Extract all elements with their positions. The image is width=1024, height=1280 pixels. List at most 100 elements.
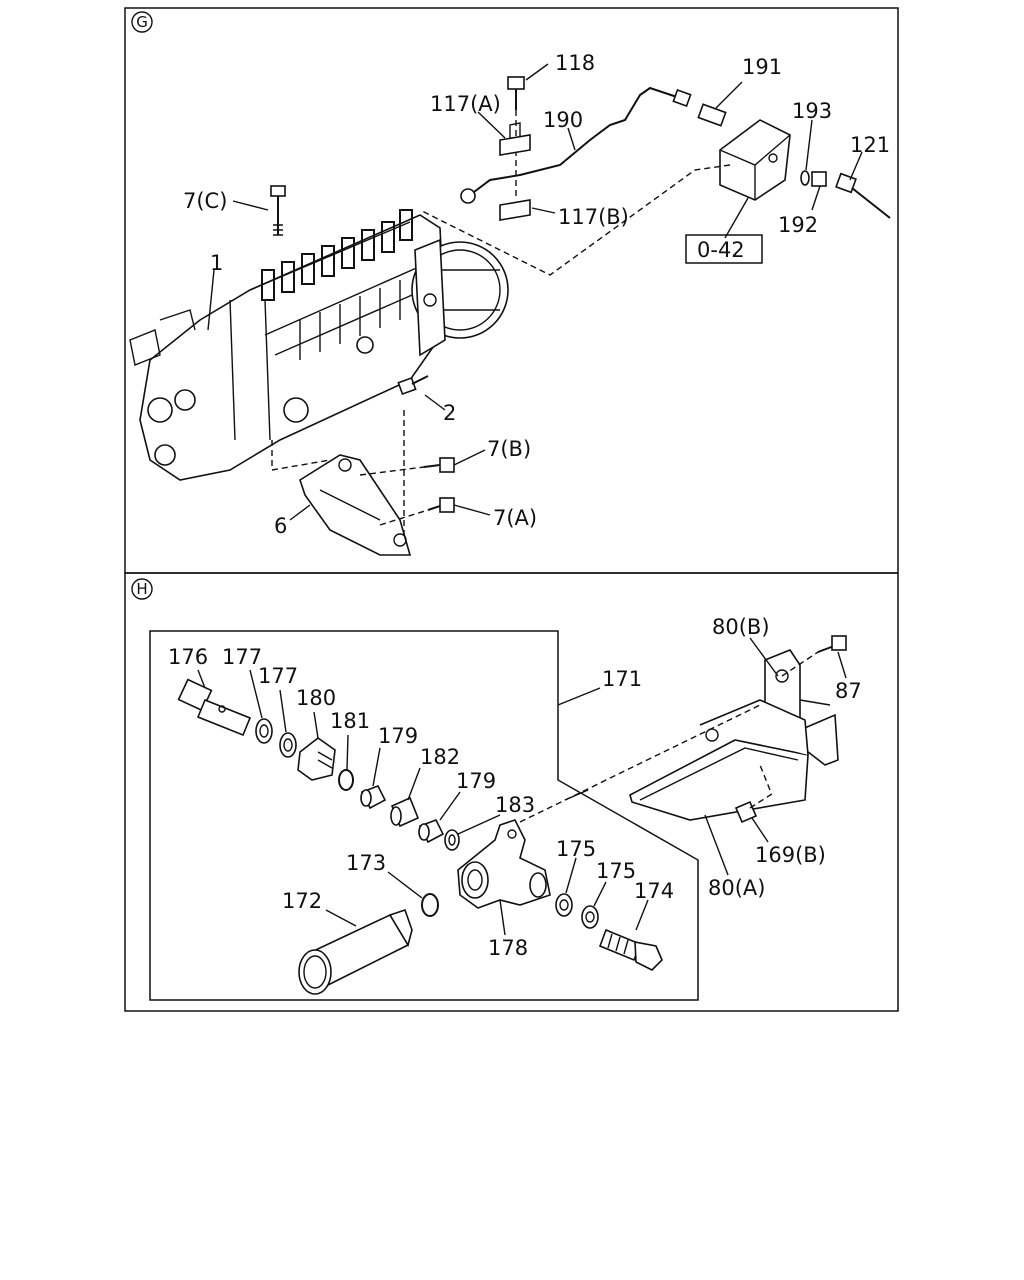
label-117b: 117(B) <box>558 205 629 229</box>
injection-pump-assembly <box>129 209 509 481</box>
bracket-80a <box>629 699 809 821</box>
label-87: 87 <box>835 679 862 703</box>
label-7a: 7(A) <box>493 506 537 530</box>
leader-175b <box>593 881 607 907</box>
bolt-118 <box>507 76 525 110</box>
nut-192 <box>811 171 827 187</box>
label-191: 191 <box>742 55 782 79</box>
bolt-174 <box>598 928 663 971</box>
seat-179a <box>360 784 387 810</box>
subassembly-171-frame <box>149 630 699 1001</box>
label-7b: 7(B) <box>487 437 531 461</box>
label-172: 172 <box>282 889 322 913</box>
leader-121 <box>849 151 863 181</box>
label-117a: 117(A) <box>430 92 501 116</box>
label-80b: 80(B) <box>712 615 770 639</box>
housing-178 <box>457 819 551 909</box>
label-121: 121 <box>850 133 890 157</box>
leader-117a <box>477 111 506 139</box>
guide-182 <box>390 796 420 828</box>
leader-177a <box>249 669 263 719</box>
washer-183 <box>444 829 460 851</box>
oring-181 <box>338 769 354 791</box>
section-g-marker: G <box>131 11 153 33</box>
leader-182 <box>407 767 421 801</box>
clip-117a <box>499 122 531 156</box>
leader-176 <box>197 669 206 689</box>
svg-text:H: H <box>136 580 147 598</box>
bracket-6 <box>299 454 412 556</box>
bolt-7a <box>427 497 455 513</box>
dash-7b <box>359 466 425 476</box>
leader-80a <box>704 814 729 876</box>
washer-175b <box>581 905 599 929</box>
label-177b: 177 <box>258 664 298 688</box>
label-190: 190 <box>543 108 583 132</box>
dash-169b <box>749 764 776 809</box>
label-173: 173 <box>346 851 386 875</box>
label-178: 178 <box>488 936 528 960</box>
label-2: 2 <box>443 401 456 425</box>
leader-178 <box>499 899 506 936</box>
dash-87 <box>781 651 819 677</box>
leader-2 <box>424 394 446 411</box>
leader-175a <box>565 857 577 894</box>
svg-text:G: G <box>136 13 148 31</box>
leader-192 <box>811 185 821 211</box>
label-175b: 175 <box>596 859 636 883</box>
label-177a: 177 <box>222 645 262 669</box>
leader-174 <box>635 899 649 931</box>
oring-173 <box>421 893 439 917</box>
label-179b: 179 <box>456 769 496 793</box>
bolt-176 <box>177 678 252 737</box>
label-180: 180 <box>296 686 336 710</box>
label-193: 193 <box>792 99 832 123</box>
label-1: 1 <box>210 251 223 275</box>
washer-193 <box>800 170 810 186</box>
dash-housing-bracket <box>519 704 761 823</box>
label-171: 171 <box>602 667 642 691</box>
leader-180 <box>313 711 319 739</box>
leader-87 <box>837 651 847 679</box>
bolt-7c <box>270 185 286 236</box>
seat-179b <box>418 818 445 844</box>
label-176: 176 <box>168 645 208 669</box>
leader-6 <box>289 504 311 521</box>
dash-housing-bracket-2 <box>564 789 589 801</box>
leader-172 <box>325 909 357 927</box>
leader-118 <box>525 63 549 81</box>
leader-177b <box>279 689 287 733</box>
label-169b: 169(B) <box>755 843 826 867</box>
leader-190 <box>567 127 576 151</box>
label-183: 183 <box>495 793 535 817</box>
label-192: 192 <box>778 213 818 237</box>
label-175a: 175 <box>556 837 596 861</box>
filter-172 <box>298 908 413 995</box>
bolt-7b <box>423 457 455 473</box>
label-181: 181 <box>330 709 370 733</box>
leader-171 <box>557 687 601 706</box>
leader-7c <box>232 200 269 211</box>
leader-181 <box>346 734 349 771</box>
leader-80b <box>749 637 779 677</box>
washer-177a <box>255 718 273 744</box>
leader-117b <box>531 207 556 214</box>
label-179a: 179 <box>378 724 418 748</box>
section-h-marker: H <box>131 578 153 600</box>
leader-7b <box>453 449 486 466</box>
leader-179b <box>439 791 461 821</box>
leader-183 <box>457 814 501 835</box>
label-6: 6 <box>274 514 287 538</box>
pipe-121 <box>835 172 891 219</box>
fitting-191 <box>697 103 727 127</box>
label-118: 118 <box>555 51 595 75</box>
section-h-frame <box>124 572 899 1012</box>
clip-117b <box>499 199 531 221</box>
leader-173 <box>387 871 423 899</box>
leader-179a <box>372 747 381 787</box>
leader-042 <box>724 197 749 239</box>
washer-175a <box>555 893 573 917</box>
label-174: 174 <box>634 879 674 903</box>
label-reference-box: 0-42 <box>697 238 745 262</box>
